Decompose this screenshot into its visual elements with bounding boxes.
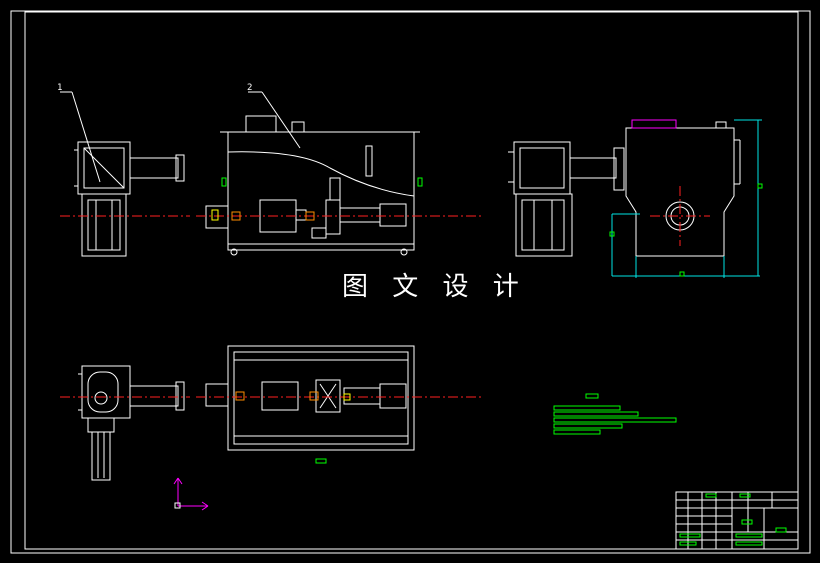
front-elevation-view bbox=[205, 91, 420, 256]
inner-frame bbox=[24, 11, 799, 550]
hydraulic-fittings bbox=[231, 211, 319, 401]
yellow-markers bbox=[211, 209, 351, 401]
outer-border bbox=[10, 10, 811, 554]
centerlines bbox=[60, 186, 710, 398]
left-elevation-view bbox=[60, 91, 185, 257]
callout-2: 2 bbox=[247, 83, 253, 93]
title-block-text bbox=[679, 493, 787, 546]
right-side-view bbox=[508, 141, 625, 257]
title-block bbox=[675, 491, 799, 550]
callout-1: 1 bbox=[57, 83, 63, 93]
end-view-dimensions bbox=[611, 119, 762, 278]
plan-view bbox=[78, 345, 415, 481]
technical-notes bbox=[221, 177, 763, 464]
ucs-icon bbox=[173, 477, 209, 511]
watermark-text: 图 文 设 计 bbox=[342, 272, 527, 302]
end-view bbox=[625, 119, 741, 257]
